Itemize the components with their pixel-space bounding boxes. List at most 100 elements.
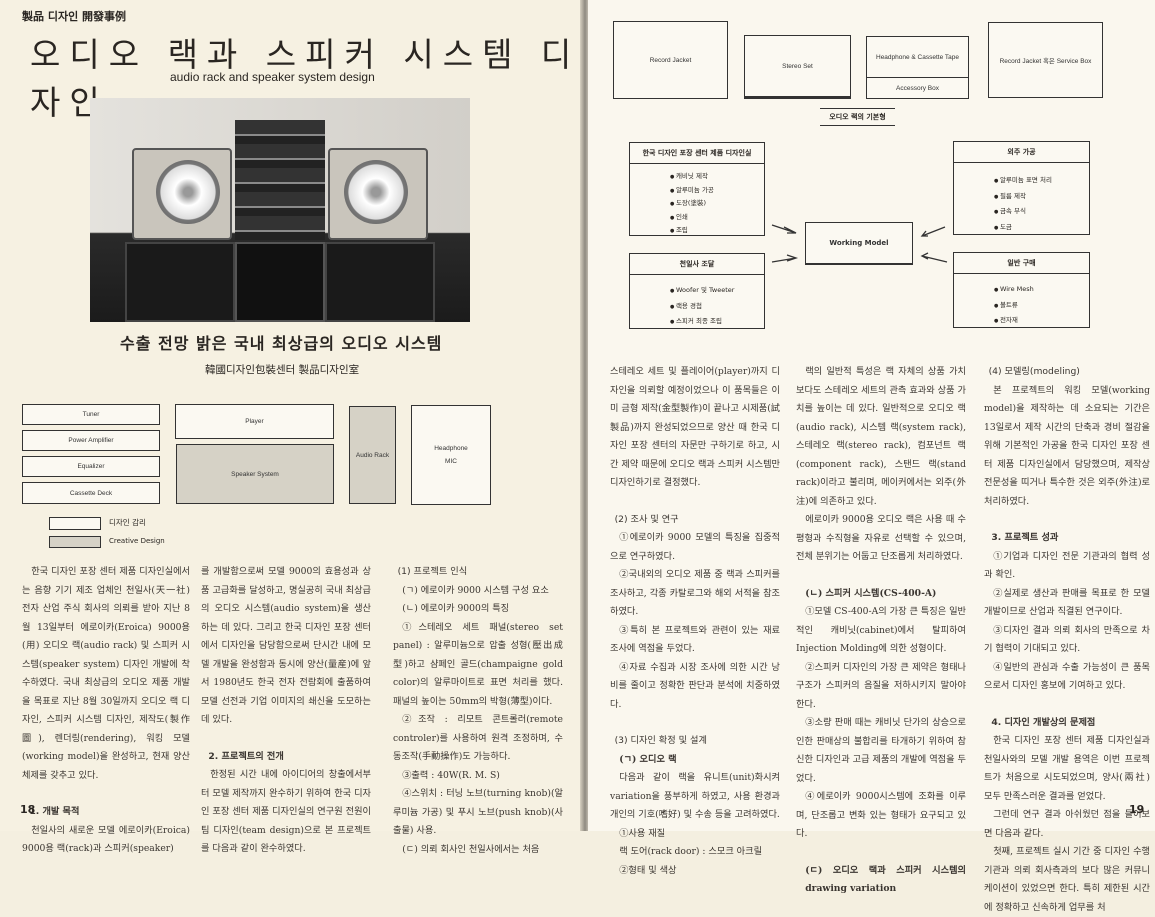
section-heading: 4. 디자인 개발상의 문제점 [991, 716, 1096, 728]
paragraph: ①모델 CS-400-A의 가장 큰 특징은 일반적인 캐비닛(cabinet)… [796, 606, 966, 654]
legend-swatch-creative [49, 536, 101, 548]
diagram-box-equalizer: Equalizer [22, 456, 160, 477]
box-headphone-cassette: Headphone & Cassette Tape [866, 36, 969, 78]
paragraph: 를 개발함으로써 모델 9000의 효용성과 상품 고급화를 달성하고, 명실공… [201, 566, 371, 725]
flow-item: 조립 [670, 224, 764, 238]
flow-box-title: 일반 구매 [954, 253, 1089, 274]
section-kicker: 製品 디자인 開發事例 [22, 10, 127, 23]
body-column-3: (1) 프로젝트 인식 (ㄱ) 에로이카 9000 시스템 구성 요소 (ㄴ) 에로… [393, 563, 563, 859]
paragraph: 한국 디자인 포장 센터 제품 디자인실에서는 음향 기기 제조 업체인 천일사… [22, 566, 190, 781]
bold-subheading: (ㄷ) 오디오 랙과 스피커 시스템의 drawing variation [805, 864, 966, 895]
page-number: 19 [1129, 803, 1145, 816]
section-heading: 1. 개발 목적 [29, 806, 80, 817]
paragraph: 본 프로젝트의 워킹 모델(working model)을 제작하는 데 소요되… [984, 384, 1150, 507]
box-accessory: Accessory Box [866, 77, 969, 99]
body-column-6: (4) 모델링(modeling) 본 프로젝트의 워킹 모델(working m… [984, 363, 1150, 917]
stereo-rack [235, 120, 325, 240]
right-page: Record Jacket Stereo Set Headphone & Cas… [588, 0, 1155, 913]
page-number: 18 [20, 803, 36, 816]
working-model-box: Working Model [805, 222, 913, 265]
paragraph: 랙 도어(rack door) : 스모크 아크릴 [619, 846, 763, 857]
paragraph: ④에로이카 9000시스템에 조화를 이루며, 단조롭고 변화 있는 형태가 요… [796, 791, 966, 839]
paragraph: 랙의 일반적 특성은 랙 자체의 상품 가치보다도 스테레오 세트의 관측 효과… [796, 366, 966, 507]
left-speaker [132, 148, 232, 240]
right-speaker [328, 148, 428, 240]
paragraph: ④스위치 : 터닝 노브(turning knob)(알루미늄 가공) 및 푸시… [393, 788, 563, 836]
paragraph: ①기업과 디자인 전문 기관과의 협력 성과 확인. [984, 550, 1150, 581]
diagram-box-speaker-system: Speaker System [176, 444, 334, 504]
paragraph: 첫째, 프로젝트 실시 기간 중 디자인 수행 기관과 의뢰 회사측과의 보다 … [984, 846, 1150, 913]
paragraph: ③출력 : 40W(R. M. S) [402, 769, 500, 781]
flow-box-cheonil: 천일사 조달 Woofer 및 Tweeter 랙용 경첩 스피커 최종 조립 [629, 253, 765, 329]
flow-box-title: 한국 디자인 포장 센터 제품 디자인실 [630, 143, 764, 164]
flow-item: 도금 [994, 220, 1089, 236]
list-line: (ㄴ) 에로이카 9000의 특징 [402, 603, 510, 614]
audio-system-photo [90, 98, 470, 322]
arrow-icon [920, 226, 946, 237]
paragraph: 스테레오 세트 및 플레이어(player)까지 디자인을 의뢰할 예정이었으나… [610, 366, 780, 488]
subsection-heading: (2) 조사 및 연구 [614, 513, 679, 525]
arrow-icon [771, 224, 797, 234]
flow-item: 금속 부식 [994, 204, 1089, 220]
mic-label: MIC [445, 458, 457, 465]
body-column-1: 한국 디자인 포장 센터 제품 디자인실에서는 음향 기기 제조 업체인 천일사… [22, 563, 190, 859]
list-line: (ㄱ) 에로이카 9000 시스템 구성 요소 [402, 584, 549, 596]
paragraph: ②조작 : 리모트 콘트롤러(remote controler)를 사용하여 원… [393, 714, 563, 762]
flow-item: Woofer 및 Tweeter [670, 283, 764, 299]
diagram-box-headphone-mic: Headphone MIC [411, 405, 491, 505]
paragraph: 한정된 시간 내에 아이디어의 창출에서부터 모델 제작까지 완수하기 위하여 … [201, 769, 371, 854]
flow-item: 볼트류 [994, 298, 1089, 314]
flow-item: 필름 제작 [994, 189, 1089, 205]
paragraph: ③소량 판매 때는 캐비닛 단가의 상승으로 인한 판매상의 불합리를 타개하기… [796, 717, 966, 784]
headphone-label: Headphone [434, 445, 468, 452]
paragraph: ②국내외의 오디오 제품 중 랙과 스피커를 조사하고, 각종 카탈로그와 해외… [610, 569, 780, 617]
body-column-2: 를 개발함으로써 모델 9000의 효용성과 상품 고급화를 달성하고, 명실공… [201, 563, 371, 859]
paragraph: ③특히 본 프로젝트와 관련이 있는 재료 조사에 역점을 두었다. [610, 624, 780, 655]
article-title: 오디오 랙과 스피커 시스템 디자인 [30, 35, 581, 122]
paragraph: ①스테레오 세트 패널(stereo set panel) : 알루미늄으로 압… [393, 621, 563, 707]
subsection-heading: (4) 모델링(modeling) [988, 366, 1080, 377]
arrow-icon [771, 254, 799, 263]
flow-arrows [771, 224, 948, 263]
flow-box-title: 천일사 조달 [630, 254, 764, 275]
body-column-4: 스테레오 세트 및 플레이어(player)까지 디자인을 의뢰할 예정이었으나… [610, 363, 780, 880]
flow-box-outsourcing: 외주 가공 알루미늄 표면 처리 필름 제작 금속 부식 도금 [953, 141, 1090, 235]
legend-label-supervision: 디자인 감리 [109, 518, 146, 527]
subsection-heading: (1) 프로젝트 인식 [397, 566, 468, 577]
paragraph: ③디자인 결과 의뢰 회사의 만족으로 차기 협력이 기대되고 있다. [984, 624, 1150, 655]
flow-item: 도장(塗裝) [670, 197, 764, 211]
flow-item: 스피커 최종 조립 [670, 314, 764, 330]
flow-box-title: 외주 가공 [954, 142, 1089, 163]
legend-label-creative: Creative Design [109, 537, 165, 545]
flow-box-general-purchase: 일반 구매 Wire Mesh 볼트류 전자재 [953, 252, 1090, 328]
article-subtitle: audio rack and speaker system design [170, 70, 375, 84]
paragraph: (ㄷ) 의뢰 회사인 천일사에서는 처음 [402, 843, 540, 855]
diagram-box-tuner: Tuner [22, 404, 160, 425]
bold-subheading: (ㄱ) 오디오 랙 [619, 753, 677, 765]
flow-item: 알루미늄 가공 [670, 184, 764, 198]
diagram-box-power-amplifier: Power Amplifier [22, 430, 160, 451]
flow-item: 캐비닛 제작 [670, 170, 764, 184]
diagram-box-cassette-deck: Cassette Deck [22, 482, 160, 504]
paragraph: 한국 디자인 포장 센터 제품 디자인실과 천일사와의 모델 개발 용역은 이번… [984, 735, 1150, 802]
box-record-jacket: Record Jacket [613, 21, 728, 99]
paragraph: ④자료 수집과 시장 조사에 의한 시간 낭비를 줄이고 정확한 판단과 분석에… [610, 661, 780, 710]
body-column-5: 랙의 일반적 특성은 랙 자체의 상품 가치보다도 스테레오 세트의 관측 효과… [796, 363, 966, 899]
rack-basic-form-caption: 오디오 랙의 기본형 [820, 108, 895, 126]
paragraph: 그런데 연구 결과 아쉬웠던 점을 들어보면 다음과 같다. [984, 809, 1150, 839]
bold-subheading: (ㄴ) 스피커 시스템(CS-400-A) [805, 587, 937, 599]
paragraph: ②실제로 생산과 판매를 목표로 한 모델 개발이므로 산업과 직결된 연구이다… [984, 587, 1150, 618]
section-heading: 3. 프로젝트 성과 [991, 532, 1059, 543]
diagram-box-audio-rack: Audio Rack [349, 406, 396, 504]
left-page: 製品 디자인 開發事例 오디오 랙과 스피커 시스템 디자인 audio rac… [0, 0, 582, 855]
paragraph: ②형태 및 색상 [619, 864, 677, 876]
flow-item: Wire Mesh [994, 282, 1089, 298]
paragraph: 천일사의 새로운 모델 에로이카(Eroica) 9000용 랙(rack)과 … [22, 824, 190, 855]
arrow-icon [920, 252, 948, 263]
paragraph: ②스피커 디자인의 가장 큰 제약은 형태나 구조가 스피커의 음질을 저하시키… [796, 661, 966, 710]
diagram-box-player: Player [175, 404, 334, 439]
flow-item: 알루미늄 표면 처리 [994, 173, 1089, 189]
box-stereo-set: Stereo Set [744, 35, 851, 99]
paragraph: ①사용 재질 [619, 827, 666, 839]
flow-item: 인쇄 [670, 211, 764, 225]
